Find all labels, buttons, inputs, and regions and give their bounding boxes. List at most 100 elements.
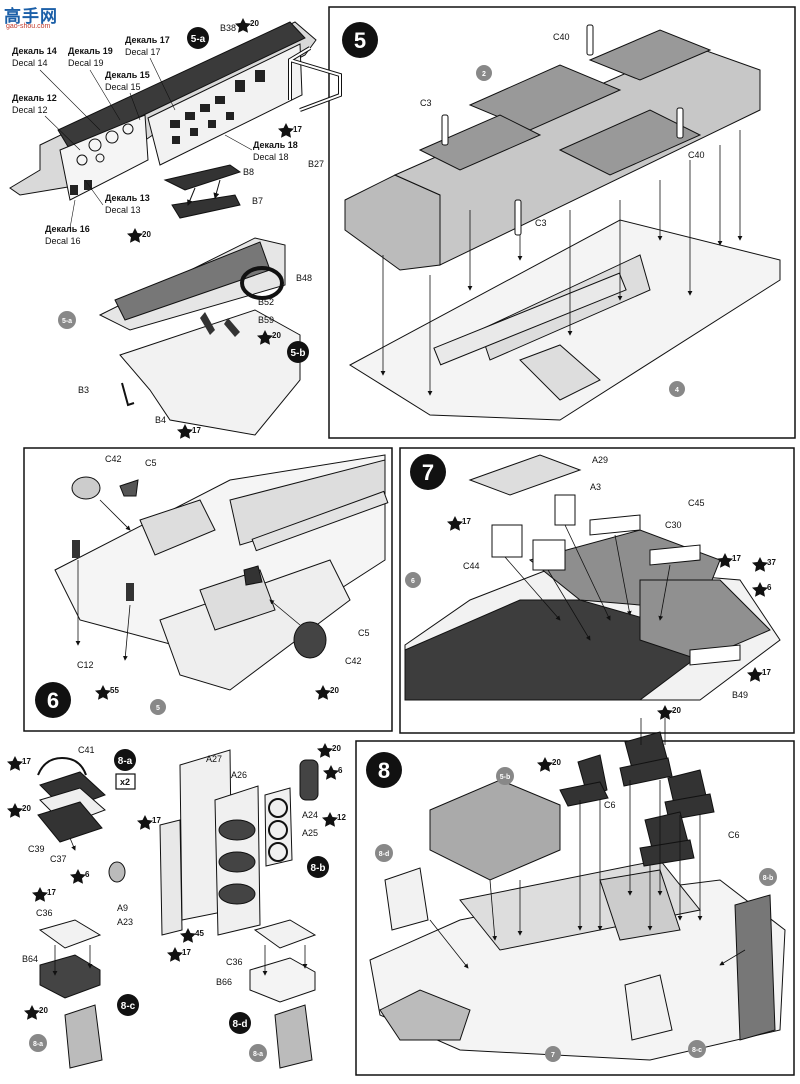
decal-15-en: Decal 15	[105, 82, 141, 92]
part-b49: B49	[732, 690, 748, 700]
watermark-title: 高手网	[4, 7, 58, 26]
step-7-number: 7	[422, 460, 434, 485]
part-c3-left: C3	[420, 98, 432, 108]
reference-circles: 2 4 5 6 7 5-a 5-b 8-d 8-b 8-c 8-a 8-a	[29, 65, 777, 1062]
ref-5: 5	[156, 705, 160, 712]
decal-labels: Декаль 14 Decal 14 Декаль 19 Decal 19 Де…	[12, 35, 298, 246]
paint-17-c: 17	[462, 517, 471, 526]
step-5-badge: 5	[342, 22, 378, 58]
ref-2: 2	[482, 71, 486, 78]
part-b59: B59	[258, 315, 274, 325]
step-5-panel	[328, 6, 796, 439]
part-b64: B64	[22, 954, 38, 964]
ref-7: 7	[551, 1052, 555, 1059]
paint-20-a: 20	[250, 19, 259, 28]
paint-20-h: 20	[39, 1006, 48, 1015]
part-c41: C41	[78, 745, 95, 755]
paint-17-b: 17	[192, 426, 201, 435]
part-c30: C30	[665, 520, 682, 530]
part-c44: C44	[463, 561, 480, 571]
part-a3: A3	[590, 482, 601, 492]
watermark: 高手网 gao-shou.com	[4, 2, 76, 36]
ref-5a-cab: 5-a	[62, 318, 72, 325]
decal-13-ru: Декаль 13	[105, 193, 150, 203]
ref-8c-step8: 8-c	[692, 1047, 702, 1054]
decal-12-en: Decal 12	[12, 105, 48, 115]
step-6-drivetrain	[54, 454, 389, 691]
part-a23: A23	[117, 917, 133, 927]
decal-16-en: Decal 16	[45, 236, 81, 246]
paint-12: 12	[337, 813, 346, 822]
ref-8a-left: 8-a	[33, 1041, 43, 1048]
decal-14-en: Decal 14	[12, 58, 48, 68]
step-8c-badge: 8-c	[121, 1001, 136, 1012]
step-8d-badge: 8-d	[233, 1019, 248, 1030]
paint-17-i: 17	[47, 888, 56, 897]
chassis-frame-assembly	[344, 29, 781, 421]
step-5-number: 5	[354, 28, 366, 53]
step-5b-badge: 5-b	[291, 348, 306, 359]
part-labels: B38 B27 B8 B7 B48 B52 B59 B3 B4 C40 C40 …	[22, 23, 748, 987]
ref-8b-step8: 8-b	[763, 875, 774, 882]
part-c5-top: C5	[145, 458, 157, 468]
step-6-number: 6	[47, 688, 59, 713]
step-8-cabin-assembly	[369, 779, 786, 1061]
paint-20-b: 20	[142, 230, 151, 239]
part-c40-right: C40	[688, 150, 705, 160]
part-c5-bottom: C5	[358, 628, 370, 638]
part-b52: B52	[258, 297, 274, 307]
decal-18-ru: Декаль 18	[253, 140, 298, 150]
sub-assembly-8c	[38, 919, 103, 1069]
sub-assembly-8a	[37, 756, 106, 843]
paint-17-e: 17	[762, 668, 771, 677]
ref-5b-step8: 5-b	[500, 774, 511, 781]
part-b4: B4	[155, 415, 166, 425]
step-8-badge: 8	[366, 752, 402, 788]
paint-6-b: 6	[85, 870, 90, 879]
decal-19-en: Decal 19	[68, 58, 104, 68]
part-c42-bottom: C42	[345, 656, 362, 666]
step-8-number: 8	[378, 758, 390, 783]
paint-callouts: 20 17 20 20 17 55 20 17 17 37 6 17 20 17…	[7, 18, 776, 1020]
decal-13-en: Decal 13	[105, 205, 141, 215]
step-7-interior-floor	[404, 454, 781, 701]
decal-15-ru: Декаль 15	[105, 70, 150, 80]
step-5a-badge: 5-a	[191, 34, 206, 45]
part-b3: B3	[78, 385, 89, 395]
ref-6: 6	[411, 578, 415, 585]
paint-6-c: 6	[338, 766, 343, 775]
part-b27: B27	[308, 159, 324, 169]
paint-20-f: 20	[22, 804, 31, 813]
decal-12-ru: Декаль 12	[12, 93, 57, 103]
sub-assembly-8b-cabinets	[108, 749, 319, 936]
part-c40-top: C40	[553, 32, 570, 42]
multiplier-label: x2	[120, 777, 130, 787]
part-c36-left: C36	[36, 908, 53, 918]
seats	[559, 731, 715, 867]
part-c45: C45	[688, 498, 705, 508]
part-c39: C39	[28, 844, 45, 854]
part-b38: B38	[220, 23, 236, 33]
part-a25: A25	[302, 828, 318, 838]
part-c37: C37	[50, 854, 67, 864]
paint-20-c: 20	[272, 331, 281, 340]
step-7-badge: 7	[410, 454, 446, 490]
part-b8: B8	[243, 167, 254, 177]
step-8a-badge: 8-a	[118, 756, 133, 767]
part-c6-right: C6	[728, 830, 740, 840]
ref-8a-right: 8-a	[253, 1051, 263, 1058]
decal-19-ru: Декаль 19	[68, 46, 113, 56]
watermark-subtitle: gao-shou.com	[6, 23, 51, 30]
part-c6-left: C6	[604, 800, 616, 810]
decal-17-ru: Декаль 17	[125, 35, 170, 45]
decal-17-en: Decal 17	[125, 47, 161, 57]
paint-20-d: 20	[330, 686, 339, 695]
part-c12: C12	[77, 660, 94, 670]
paint-17-g: 17	[152, 816, 161, 825]
part-a26: A26	[231, 770, 247, 780]
step-7-panel	[399, 447, 795, 734]
part-b7: B7	[252, 196, 263, 206]
paint-6-a: 6	[767, 583, 772, 592]
decal-18-en: Decal 18	[253, 152, 289, 162]
